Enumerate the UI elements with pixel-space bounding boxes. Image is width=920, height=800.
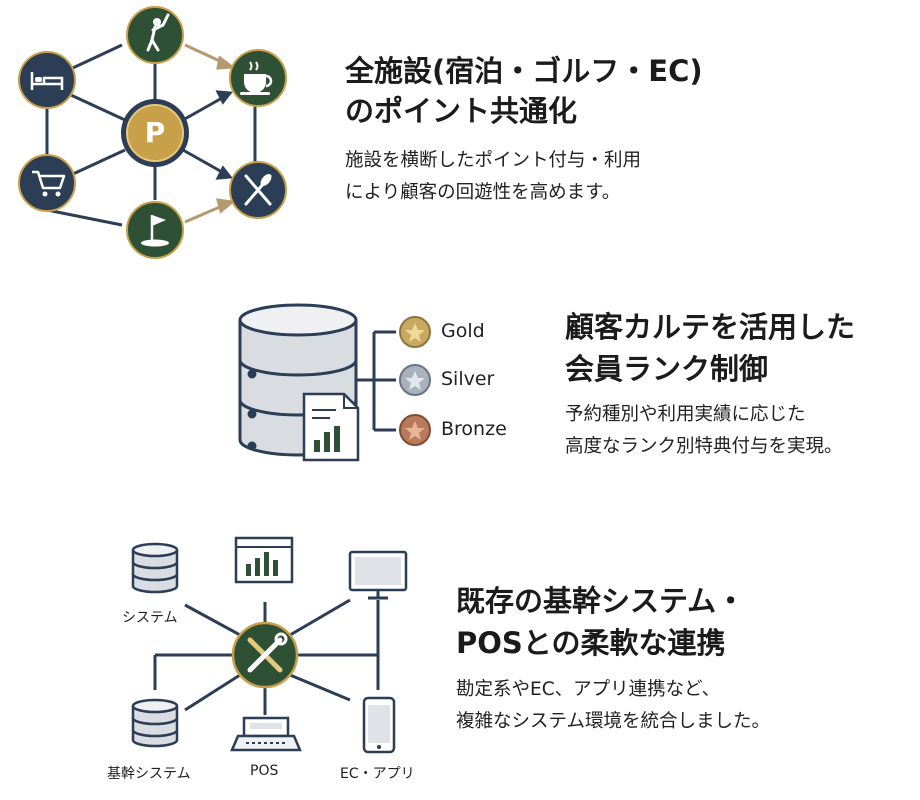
database-bottom-icon (131, 698, 179, 748)
section1-desc-line1: 施設を横断したポイント付与・利用 (345, 150, 642, 171)
report-document-icon (302, 392, 360, 462)
golf-player-icon (126, 6, 184, 64)
system-top-label: システム (122, 610, 178, 626)
section2-title-line1: 顧客カルテを活用した (565, 310, 856, 344)
section1-title-line2: のポイント共通化 (345, 94, 578, 128)
section-member-rank: Gold Silver Bronze 顧客カルテを活用した 会員ランク制御 予約… (0, 270, 920, 500)
point-symbol: P (144, 116, 166, 149)
coffee-cup-icon (229, 49, 287, 107)
cart-icon (18, 154, 76, 212)
section1-desc-line2: により顧客の回遊性を高めます。 (345, 182, 621, 203)
customer-database-diagram (238, 303, 396, 462)
tier-gold-label: Gold (441, 320, 485, 342)
section3-title-line1: 既存の基幹システム・ (456, 584, 746, 618)
section3-desc-line2: 複雑なシステム環境を統合しました。 (456, 711, 770, 732)
golf-flag-icon (126, 201, 184, 259)
section2-title-line2: 会員ランク制御 (565, 352, 769, 386)
gold-medal-icon (399, 316, 431, 348)
bed-icon (18, 51, 76, 109)
section2-desc-line1: 予約種別や利用実績に応じた (565, 404, 806, 425)
smartphone-icon (362, 696, 396, 754)
silver-medal-icon (399, 364, 431, 396)
section2-desc-line2: 高度なランク別特典付与を実現。 (565, 436, 843, 457)
section3-desc-line1: 勘定系やEC、アプリ連携など、 (456, 679, 721, 700)
section-point-sharing: P 全施設(宿泊・ゴルフ・EC) のポイント共通化 施設を横断したポイント付与・… (0, 0, 920, 270)
point-network-diagram (18, 6, 287, 259)
section3-title-line2: POSとの柔軟な連携 (456, 626, 726, 660)
pos-terminal-icon (230, 716, 302, 752)
tier-bronze-label: Bronze (441, 418, 507, 440)
database-top-icon (131, 542, 179, 594)
bronze-medal-icon (399, 414, 431, 446)
desktop-monitor-icon (348, 550, 408, 600)
tools-icon (231, 621, 299, 689)
dining-icon (229, 161, 287, 219)
tier-silver-label: Silver (441, 368, 495, 390)
point-coin-icon (121, 99, 189, 167)
ec-app-label: EC・アプリ (340, 766, 415, 782)
system-bottom-label: 基幹システム (107, 766, 191, 782)
pos-label: POS (250, 763, 279, 779)
section-system-integration: システム 基幹システム POS EC・アプリ 既存の基幹システム・ POSとの柔… (0, 520, 920, 800)
section1-title-line1: 全施設(宿泊・ゴルフ・EC) (345, 54, 703, 88)
dashboard-window-icon (234, 536, 294, 584)
system-integration-diagram (131, 536, 408, 754)
